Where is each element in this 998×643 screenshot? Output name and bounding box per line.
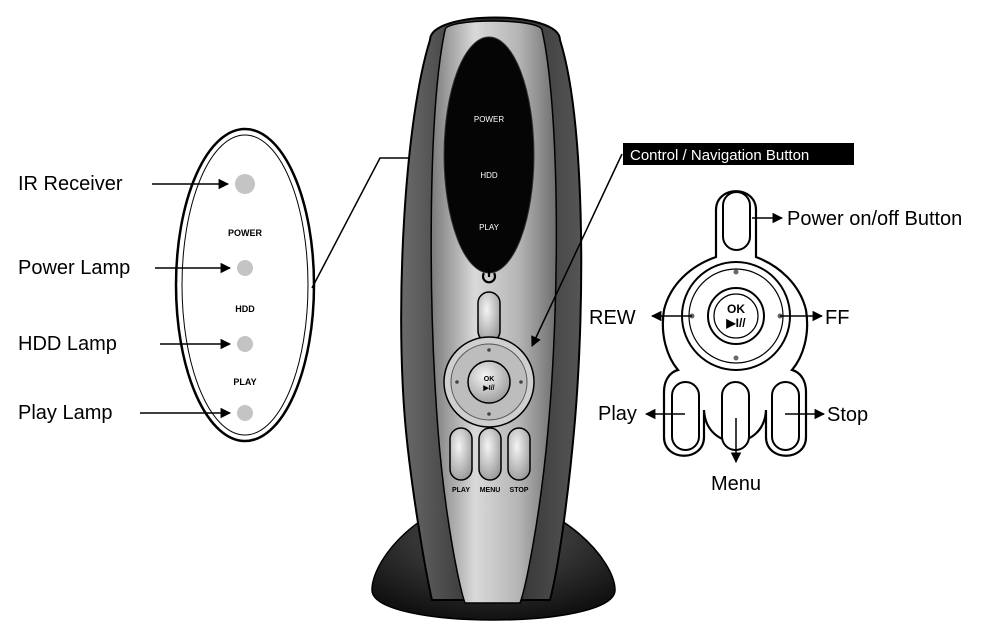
stop-label: Stop	[827, 404, 868, 426]
screen-hdd-label: HDD	[480, 171, 498, 180]
control-power-button[interactable]	[722, 191, 751, 251]
panel-play-label: PLAY	[233, 377, 256, 387]
control-panel: OK ▶I//	[661, 190, 809, 457]
device-menu-caption: MENU	[480, 487, 501, 494]
control-play-pause-label: ▶I//	[725, 316, 746, 330]
power-lamp-label: Power Lamp	[18, 257, 130, 279]
screen-play-label: PLAY	[479, 223, 500, 232]
play-label: Play	[598, 403, 637, 425]
nav-callout-box	[623, 143, 854, 165]
device-play-pause-label: ▶I//	[482, 385, 494, 392]
control-callouts: Power on/off Button REW FF Play Stop Men…	[589, 208, 962, 495]
control-play-button[interactable]	[671, 381, 700, 451]
device-menu-button[interactable]	[478, 427, 502, 481]
menu-label: Menu	[711, 473, 761, 495]
device-stop-button[interactable]	[507, 427, 531, 481]
hdd-lamp-dot	[237, 336, 253, 352]
play-lamp-label: Play Lamp	[18, 402, 113, 424]
nav-callout-label: Control / Navigation Button	[630, 147, 809, 164]
device-power-button[interactable]	[477, 291, 501, 343]
screen-power-label: POWER	[474, 115, 504, 124]
panel-power-label: POWER	[228, 228, 263, 238]
panel-hdd-label: HDD	[235, 304, 255, 314]
lamp-panel: POWER HDD PLAY	[174, 127, 316, 443]
device-play-button[interactable]	[449, 427, 473, 481]
device-ok-button[interactable]	[467, 360, 511, 404]
play-lamp-dot	[237, 405, 253, 421]
device-ok-label: OK	[484, 376, 495, 383]
power-lamp-dot	[237, 260, 253, 276]
device: POWER HDD PLAY OK ▶I// PLAY MENU STOP	[371, 16, 616, 621]
ir-receiver-label: IR Receiver	[18, 173, 123, 195]
control-stop-button[interactable]	[771, 381, 800, 451]
device-play-caption: PLAY	[452, 487, 470, 494]
rew-label: REW	[589, 307, 636, 329]
power-onoff-label: Power on/off Button	[787, 208, 962, 230]
ir-receiver-dot	[235, 174, 255, 194]
nav-callout-arrow	[531, 153, 623, 347]
device-power-icon	[481, 268, 497, 284]
ff-label: FF	[825, 307, 849, 329]
device-stop-caption: STOP	[510, 487, 529, 494]
lamp-callouts: IR Receiver Power Lamp HDD Lamp Play Lam…	[18, 173, 232, 424]
hdd-lamp-label: HDD Lamp	[18, 333, 117, 355]
control-ok-label: OK	[727, 302, 745, 316]
device-screen	[443, 36, 535, 274]
